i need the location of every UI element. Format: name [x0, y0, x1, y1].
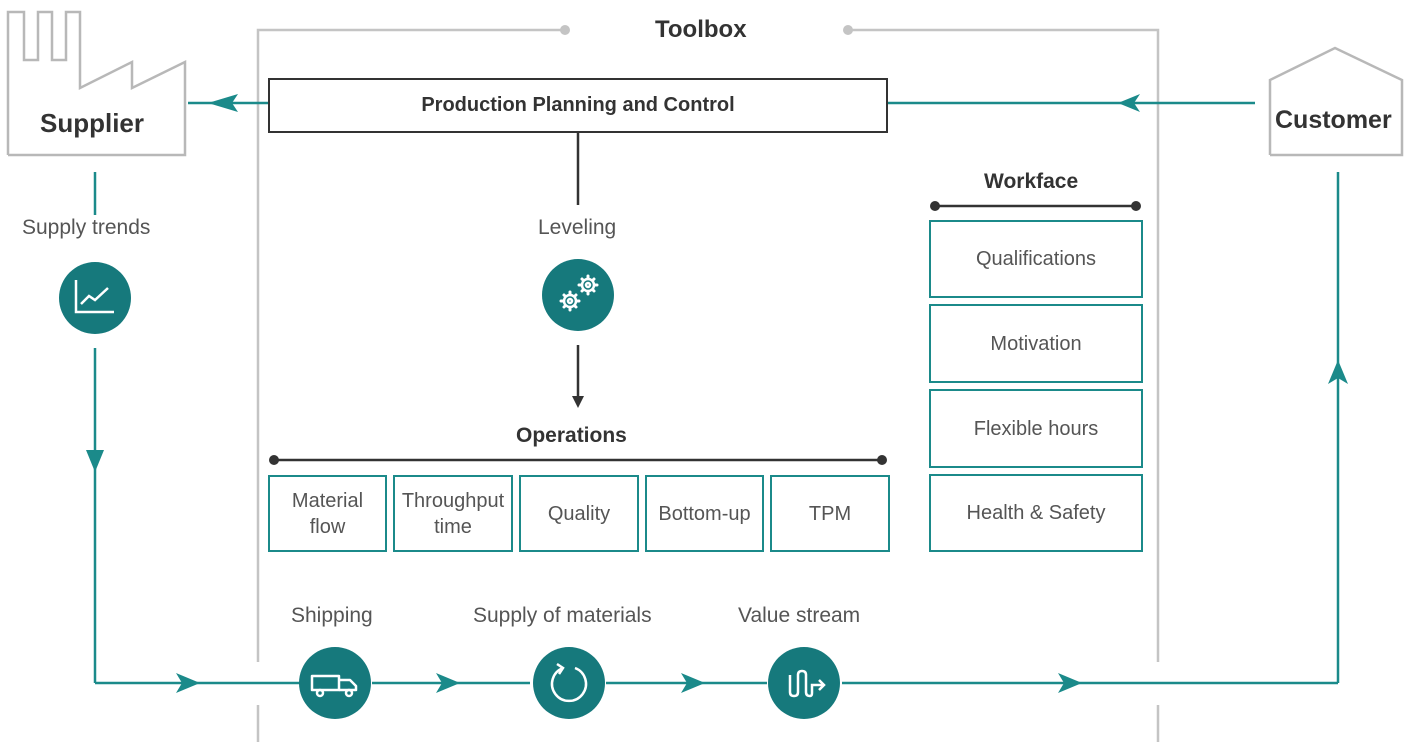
toolbox-title: Toolbox — [655, 16, 747, 43]
workface-cell-flexible-hours: Flexible hours — [929, 389, 1143, 468]
warehouse-icon — [1268, 46, 1404, 157]
operations-cell-material-flow: Material flow — [268, 475, 387, 552]
operations-cell-quality: Quality — [519, 475, 639, 552]
customer-label: Customer — [1275, 106, 1392, 135]
supplier-label: Supplier — [40, 108, 145, 138]
cell-line: TPM — [808, 502, 852, 525]
leveling-label: Leveling — [538, 216, 617, 239]
truck-icon — [299, 647, 371, 719]
operations-cell-tpm: TPM — [770, 475, 890, 552]
gears-icon — [542, 259, 614, 331]
workface-cell-motivation: Motivation — [929, 304, 1143, 383]
operations-title: Operations — [516, 424, 627, 447]
line-chart-icon — [59, 262, 131, 334]
workface-cell-health-safety: Health & Safety — [929, 474, 1143, 552]
cell-line: time — [434, 515, 472, 538]
cell-line: Throughput — [401, 489, 505, 512]
wave-arrow-icon — [768, 647, 840, 719]
workface-cell-qualifications: Qualifications — [929, 220, 1143, 298]
operations-cell-throughput-time: Throughput time — [393, 475, 513, 552]
factory-icon — [6, 10, 187, 157]
cell-line: Bottom-up — [658, 502, 751, 525]
cell-line: Material — [291, 489, 364, 512]
cell-line: Quality — [547, 502, 611, 525]
operations-cell-bottom-up: Bottom-up — [645, 475, 764, 552]
production-planning-box: Production Planning and Control — [268, 78, 888, 133]
cycle-icon — [533, 647, 605, 719]
workface-title: Workface — [984, 170, 1079, 193]
supply-trends-label: Supply trends — [22, 216, 151, 239]
cell-line: flow — [309, 515, 346, 538]
supply-of-materials-label: Supply of materials — [473, 604, 652, 627]
value-stream-label: Value stream — [738, 604, 861, 627]
shipping-label: Shipping — [291, 604, 373, 627]
